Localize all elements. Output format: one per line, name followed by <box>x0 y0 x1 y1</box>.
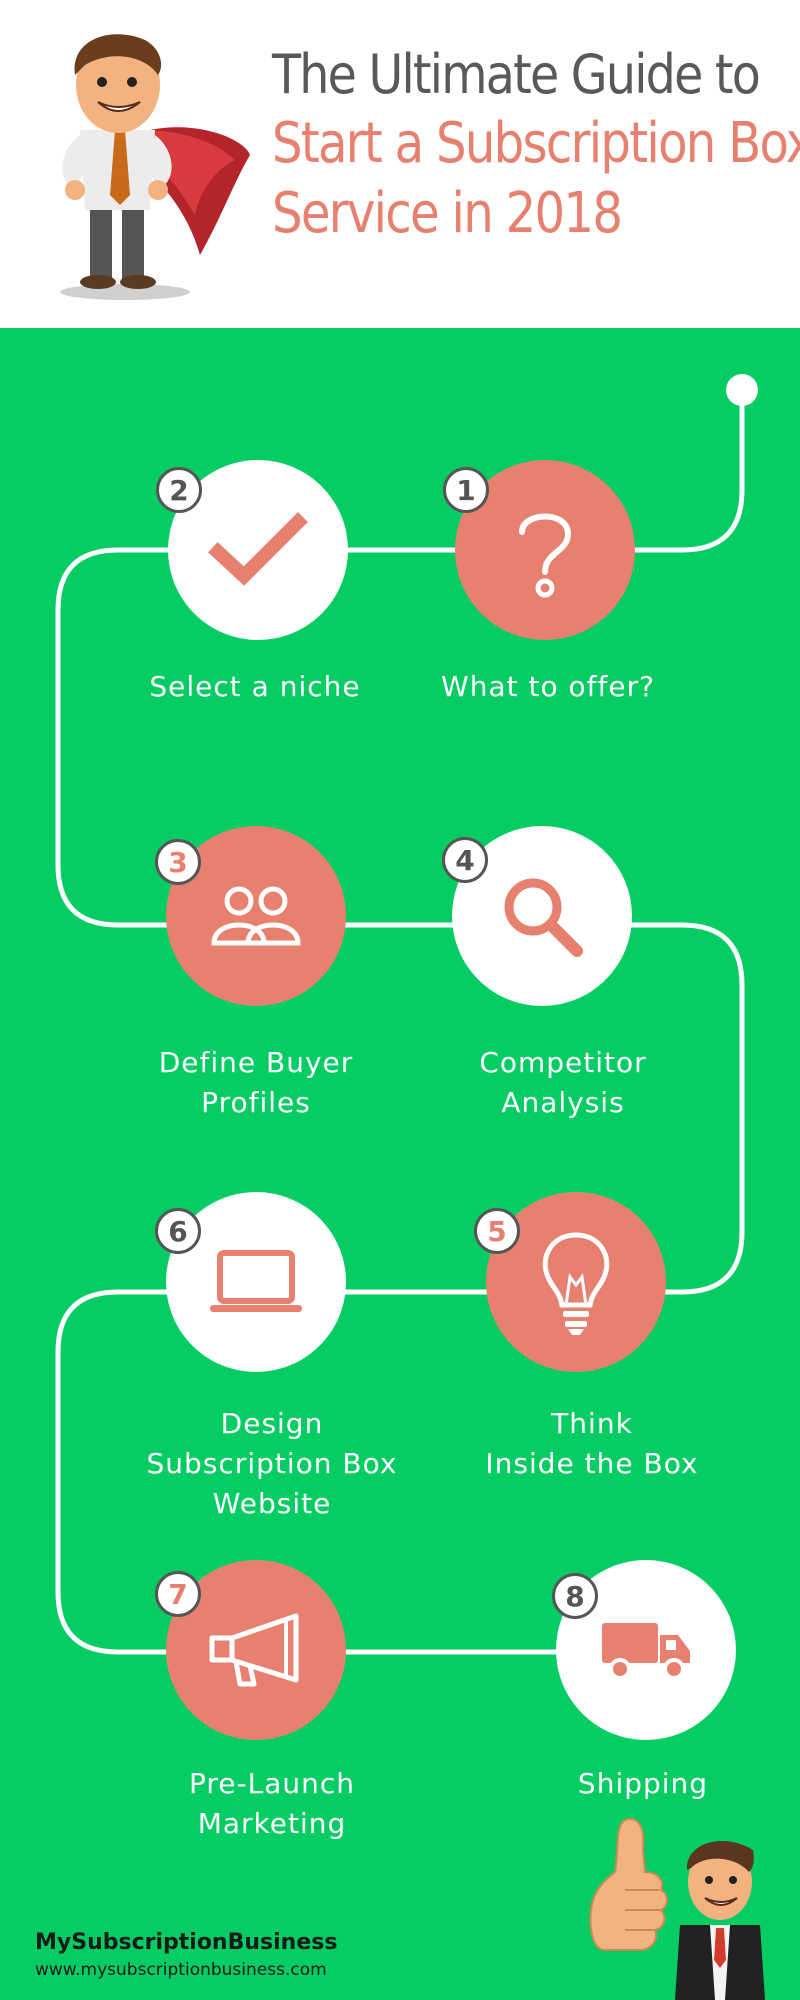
step-3-number: 3 <box>155 839 201 885</box>
step-5-label: Think Inside the Box <box>485 1407 699 1480</box>
step-6-number: 6 <box>155 1208 201 1254</box>
step-1-label: What to offer? <box>441 670 655 703</box>
title-line-1: The Ultimate Guide to <box>272 43 761 106</box>
superhero-mascot-icon <box>60 34 250 300</box>
header: The Ultimate Guide to Start a Subscripti… <box>0 0 800 328</box>
step-3-label: Define Buyer Profiles <box>158 1046 354 1119</box>
step-7-label: Pre-Launch Marketing <box>188 1767 355 1840</box>
megaphone-icon <box>209 1613 299 1687</box>
step-4-number: 4 <box>442 837 488 883</box>
step-4-label: Competitor Analysis <box>479 1046 647 1119</box>
footer-brand: MySubscriptionBusiness <box>35 1930 338 1955</box>
checkmark-icon <box>208 512 308 586</box>
users-icon <box>211 886 301 946</box>
step-2-number: 2 <box>156 467 202 513</box>
title-line-3: Service in 2018 <box>272 181 623 246</box>
step-1-number: 1 <box>443 467 489 513</box>
page-title: The Ultimate Guide to Start a Subscripti… <box>272 43 800 256</box>
step-2-label: Select a niche <box>149 670 361 703</box>
step-8-number: 8 <box>552 1573 598 1619</box>
step-5-number: 5 <box>474 1208 520 1254</box>
title-line-2: Start a Subscription Box <box>272 111 800 176</box>
lightbulb-icon <box>542 1232 610 1335</box>
thumbs-up-mascot-icon <box>589 1818 765 2000</box>
question-mark-icon <box>519 513 572 598</box>
laptop-icon <box>210 1250 302 1312</box>
footer-url-link[interactable]: www.mysubscriptionbusiness.com <box>35 1960 327 1980</box>
step-6-label: Design Subscription Box Website <box>146 1407 398 1520</box>
magnifier-icon <box>504 878 583 957</box>
step-8-label: Shipping <box>577 1767 709 1800</box>
delivery-truck-icon <box>602 1623 690 1680</box>
step-7-number: 7 <box>155 1571 201 1617</box>
